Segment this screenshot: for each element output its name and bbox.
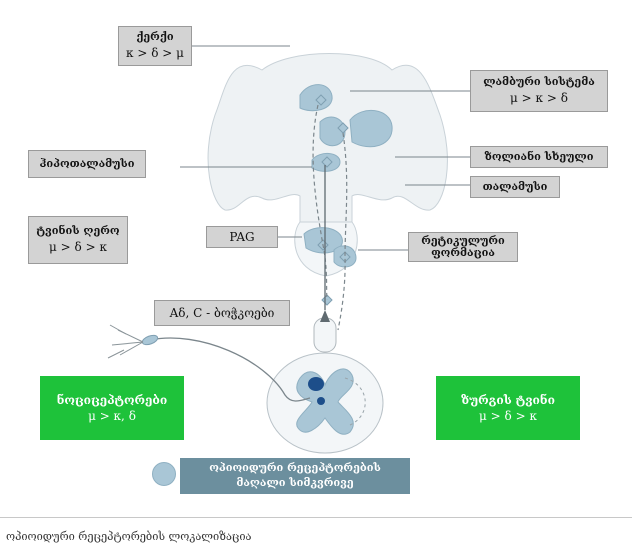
reticular-line2: ფორმაცია [431, 246, 495, 259]
legend-line1: ოპიოიდური რეცეპტორების [209, 461, 381, 475]
brainstem-order: μ > δ > κ [49, 240, 107, 255]
legend-line2: მაღალი სიმკვრივე [236, 476, 354, 489]
limbic-receptor [299, 84, 333, 112]
spinal-order: μ > δ > κ [479, 409, 537, 423]
label-reticular-formation: რეტიკულური ფორმაცია [408, 232, 518, 262]
legend-receptor-dot [152, 462, 176, 486]
label-striatum: ზოლიანი სხეული [470, 146, 608, 168]
label-spinal-cord: ზურგის ტვინი μ > δ > κ [436, 376, 580, 440]
descending-pathway-right [337, 132, 348, 331]
label-limbic-system: ლამბური სისტემა μ > κ > δ [470, 70, 608, 112]
label-hypothalamus: ჰიპოთალამუსი [28, 150, 146, 178]
spinal-segment [313, 317, 337, 353]
nociceptors-title: ნოციცეპტორები [56, 392, 168, 407]
pag-title: PAG [229, 229, 255, 244]
label-thalamus: თალამუსი [470, 176, 560, 198]
nociceptor-ending [141, 334, 159, 346]
brainstem-title: ტვინის ღერო [36, 224, 120, 238]
nociceptors-order: μ > κ, δ [88, 409, 136, 423]
striatum-title: ზოლიანი სხეული [484, 149, 594, 163]
thalamus-title: თალამუსი [482, 179, 548, 193]
label-cortex: ქერქი κ > δ > μ [118, 26, 192, 66]
spinal-title: ზურგის ტვინი [461, 392, 555, 407]
receptor-spot [317, 397, 325, 405]
spinal-dashed-arc [344, 377, 366, 426]
nerve-endings [107, 324, 144, 359]
legend-box: ოპიოიდური რეცეპტორების მაღალი სიმკვრივე [180, 458, 410, 494]
figure-caption: ოპიოიდური რეცეპტორების ლოკალიზაცია [6, 530, 252, 543]
thalamus-receptor [319, 116, 346, 147]
label-brainstem: ტვინის ღერო μ > δ > κ [28, 216, 128, 264]
label-pag: PAG [206, 226, 278, 248]
striatum-receptor [349, 109, 393, 148]
leader-lines [180, 45, 470, 251]
descending-pathway-left [312, 104, 328, 301]
hypothalamus-title: ჰიპოთალამუსი [39, 156, 135, 170]
receptor-markers [315, 94, 351, 306]
fibers-title: Aδ, C - ბოჭკოები [169, 305, 275, 320]
ascending-arrow [320, 310, 330, 322]
cortex-title: ქერქი [136, 30, 174, 44]
limbic-title: ლამბური სისტემა [483, 75, 595, 89]
label-fibers: Aδ, C - ბოჭკოები [154, 300, 290, 326]
reticular-line1: რეტიკულური [421, 233, 505, 247]
limbic-order: μ > κ > δ [510, 91, 568, 106]
afferent-fiber [149, 337, 311, 402]
label-nociceptors: ნოციცეპტორები μ > κ, δ [40, 376, 184, 440]
brain-spinal-diagram [107, 45, 470, 454]
dorsal-horn-dark [308, 377, 324, 391]
cortex-order: κ > δ > μ [126, 46, 184, 61]
caption-divider [0, 517, 632, 518]
